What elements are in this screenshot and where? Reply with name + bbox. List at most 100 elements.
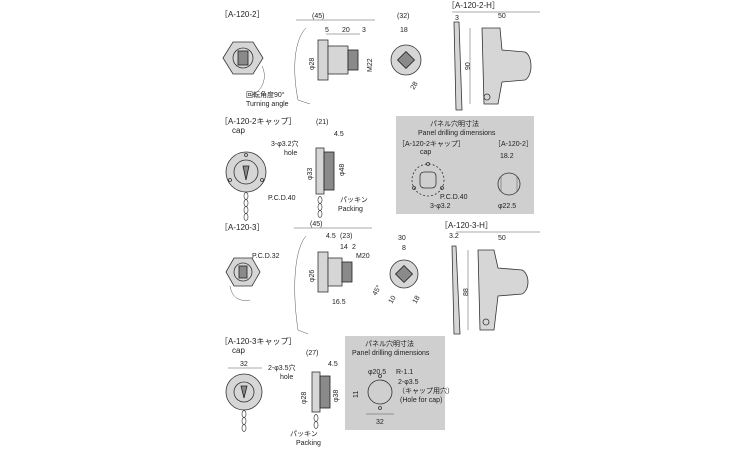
dim-a1202-18: 18 (400, 27, 408, 34)
cap2-hole-en: hole (284, 150, 297, 157)
dim-cap3-27: (27) (306, 350, 318, 357)
a1203-nut (341, 261, 353, 283)
lock-body (327, 45, 349, 75)
section-label-a1203h: ［A-120-3-H］ (440, 221, 493, 230)
dim-cap3-45: 4.5 (328, 361, 338, 368)
dim-a1203-45: (45) (310, 221, 322, 228)
dim-a1202-3: 3 (362, 27, 366, 34)
panel3-cap-hole-ja: （キャップ用穴） (398, 386, 454, 395)
dim-a1203-45c: 45° (371, 284, 383, 297)
cap2-pcd: P.C.D.40 (268, 195, 296, 202)
dim-a1203h-50: 50 (498, 235, 506, 242)
dim-a1203-30: 30 (398, 235, 406, 242)
section-label-cap3-en: cap (232, 346, 245, 355)
dim-cap2-33: φ33 (307, 168, 314, 180)
panel2-d182: 18.2 (500, 153, 514, 160)
panel2-right: ［A-120-2］ (494, 140, 533, 148)
panel3-d11: 11 (353, 391, 360, 398)
panel2-title-ja: パネル穴明寸法 (430, 119, 479, 128)
a1203-group: ［A-120-3］ P.C.D.32 (45) 4.5 (23) 14 2 M2… (220, 221, 422, 335)
handle-side-h3 (451, 245, 461, 335)
rear-cam (396, 50, 416, 70)
dim-a1203-2: 2 (352, 244, 356, 251)
dim-a1203-8: 8 (402, 245, 406, 252)
panel-box-2-bg (396, 116, 534, 214)
panel3-holes: 2-φ3.5 (398, 379, 419, 386)
lock-nut (347, 49, 359, 71)
dim-cap3-28: φ28 (301, 392, 308, 404)
handle-swing-arc (294, 27, 311, 105)
a1203-rear-cam (394, 264, 414, 284)
panel2-d225: φ22.5 (498, 203, 516, 210)
panel2-cutout (419, 171, 437, 189)
dim-a1202h-50: 50 (498, 13, 506, 20)
panel3-title-ja: パネル穴明寸法 (365, 339, 414, 348)
a1203h-group: ［A-120-3-H］ 3.2 50 88 (440, 221, 540, 335)
cap3-hole-en: hole (280, 374, 293, 381)
panel2-title-en: Panel drilling dimensions (418, 130, 496, 137)
cap3-side-body (319, 375, 331, 409)
cap3-packing-en: Packing (296, 440, 321, 447)
rotation-label-ja: 回転角度90° (246, 90, 285, 99)
dim-cap3-32: 32 (240, 361, 248, 368)
dim-a1202-28b: 28 (410, 81, 420, 91)
dim-a1203-14: 14 (340, 244, 348, 251)
dim-a1203-45b: 4.5 (326, 233, 336, 240)
panel3-r11: R-1.1 (396, 369, 413, 376)
a1203-key-slot (238, 265, 248, 279)
dim-a1203h-88: 88 (463, 288, 470, 296)
panel2-holes: 3-φ3.2 (430, 203, 451, 210)
panel2-round-hole (497, 172, 521, 196)
dim-cap2-21: (21) (316, 119, 328, 126)
a1203-pcd: P.C.D.32 (252, 253, 280, 260)
cap3-key-mark (240, 385, 248, 399)
section-label-cap2: ［A-120-2キャップ］ (220, 117, 296, 126)
panel3-cap-hole-en: (Hole for cap) (400, 397, 442, 404)
dim-cap2-45: 4.5 (334, 131, 344, 138)
key-slot (237, 50, 249, 66)
cap-side-body (323, 151, 335, 191)
cap3-side-flange (311, 371, 321, 413)
handle-t-front (481, 27, 532, 105)
lock-flange (317, 39, 329, 81)
dim-a1202-d28: φ28 (309, 58, 316, 70)
dim-a1202-32: (32) (397, 13, 409, 20)
section-label-a1202: ［A-120-2］ (220, 10, 264, 19)
cap3-packing-ja: パッキン (290, 430, 318, 438)
cap-key-mark (242, 165, 250, 181)
a1202-group: ［A-120-2］ 回転角度90° Turning angle (45) 5 2… (220, 10, 422, 108)
section-label-cap3: ［A-120-3キャップ］ (220, 337, 296, 346)
cap-side-flange (315, 147, 325, 195)
dim-a1202h-90: 90 (465, 62, 472, 70)
dim-a1203-m20: M20 (356, 253, 370, 260)
a1202h-group: ［A-120-2-H］ 3 50 90 (447, 1, 540, 111)
cap3-chain (241, 410, 247, 432)
panel2-pcd: P.C.D.40 (440, 194, 468, 201)
panel-box-3: パネル穴明寸法 Panel drilling dimensions φ20.5 … (345, 336, 454, 430)
dim-a1203-10: 10 (388, 295, 398, 305)
rotation-label-en: Turning angle (246, 101, 289, 108)
handle-l-front (477, 249, 529, 331)
cap-chain (243, 192, 249, 221)
dim-a1203h-32: 3.2 (449, 233, 459, 240)
dim-cap2-48: φ48 (339, 164, 346, 176)
cap2-packing-ja: パッキン (340, 196, 368, 204)
dim-a1203-d26: φ26 (309, 270, 316, 282)
cap2-packing-en: Packing (338, 206, 363, 213)
section-label-a1202h: ［A-120-2-H］ (447, 1, 500, 10)
a1203-handle-swing-arc (294, 235, 309, 335)
cap-side-chain (317, 196, 323, 218)
panel2-left-ja: ［A-120-2キャップ］ (398, 140, 465, 148)
panel-box-3-bg (345, 336, 445, 430)
panel3-d32: 32 (376, 419, 384, 426)
panel2-left-en: cap (420, 149, 431, 156)
a1203-flange (317, 251, 329, 293)
dim-a1202-m22: M22 (367, 58, 374, 72)
a1203-body (327, 257, 343, 287)
panel3-d205: φ20.5 (368, 369, 386, 376)
cap3-side-chain (313, 414, 319, 429)
cap3-group: ［A-120-3キャップ］ cap 32 2-φ3.5穴 hole (27) 4… (220, 337, 340, 447)
handle-side-h1 (453, 21, 463, 111)
cap3-hole-ja: 2-φ3.5穴 (268, 363, 296, 372)
